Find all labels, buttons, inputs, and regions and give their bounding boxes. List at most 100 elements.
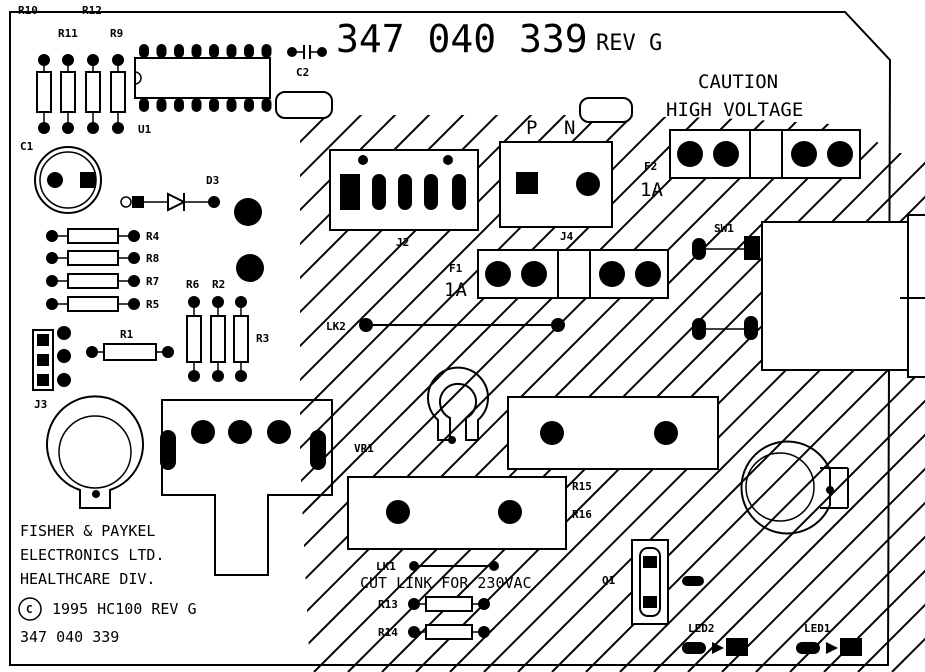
label-vr1: VR1 [354,442,374,455]
vertical-resistors [186,296,249,382]
label-r14: R14 [378,626,398,639]
ic-pin [191,98,202,112]
mounting-slot-top [275,91,333,119]
label-f2: F2 [644,160,657,173]
terminal-n-label: N [564,117,575,139]
resistor-column-r9 [110,54,126,134]
resistor-column-r12 [85,54,101,134]
label-f1-rating: 1A [444,279,467,301]
label-j2: J2 [396,236,409,249]
label-r12: R12 [82,4,102,17]
label-j3: J3 [34,398,47,411]
hatch-line [415,115,925,672]
caution-label: CAUTION [698,71,778,93]
hatch-line [300,115,331,672]
connector-j4 [499,141,613,228]
label-u1: U1 [138,123,152,136]
terminal-p-label: P [526,117,537,139]
label-r3: R3 [256,332,269,345]
label-c2: C2 [296,66,309,79]
horizontal-resistor [46,228,140,244]
hatch-line [721,115,925,672]
label-r10: R10 [18,4,38,17]
label-j4: J4 [560,230,574,243]
label-r16: R16 [572,508,592,521]
mounting-ring-left [46,395,144,509]
ic-pin [209,98,219,112]
label-r1: R1 [120,328,134,341]
connector-j2 [329,149,479,231]
label-sw1: SW1 [714,222,734,235]
ic-pin [139,44,149,58]
label-lk1: LK1 [376,560,396,573]
hatch-line [585,115,925,672]
ic-pin [226,44,237,58]
resistor-r13 [408,596,490,612]
label-r11: R11 [58,27,78,40]
hatch-line [313,115,875,672]
ic-pin [191,44,202,58]
led-led1 [796,638,862,656]
ic-pin [244,44,254,58]
maker-line-2: ELECTRONICS LTD. [20,546,165,564]
label-f1: F1 [449,262,463,275]
label-lk2: LK2 [326,320,346,333]
hatch-line [449,115,925,672]
resistor-column-r11 [60,54,76,134]
pad-large-2 [236,254,264,282]
hatch-line [381,115,925,672]
hatch-line [483,115,925,672]
vertical-resistor [186,296,202,382]
hatch-line [300,115,807,672]
resistor-column-r10 [36,54,52,134]
hatch-line [0,112,228,672]
resistor-r15 [507,396,719,470]
ic-pin [209,44,219,58]
transformer-footprint [160,399,333,576]
mounting-ring-right [740,440,849,535]
label-led2: LED2 [688,622,715,635]
ic-pin [174,98,184,112]
transistor-q1 [631,539,704,625]
high-voltage-label: HIGH VOLTAGE [666,99,803,121]
bottom-part-number: 347 040 339 [20,628,119,646]
hatch-line [823,115,925,672]
label-r13: R13 [378,598,398,611]
ic-u1-pins [139,44,272,112]
horizontal-resistor [46,296,140,312]
horizontal-resistor [46,273,140,289]
label-r15: R15 [572,480,592,493]
label-r7: R7 [146,275,159,288]
ic-pin [174,44,184,58]
capacitor-c2 [287,45,327,59]
vertical-resistor [233,296,249,382]
link-lk2 [359,318,565,332]
led-led2 [682,638,748,656]
vertical-resistor [210,296,226,382]
hatch-line [300,115,841,672]
label-c1: C1 [20,140,34,153]
hatch-line [619,115,925,672]
resistor-r16 [347,476,567,550]
hatch-line [347,115,909,672]
copyright-symbol: C [26,603,33,616]
ic-pin [261,98,272,112]
label-f2-rating: 1A [640,179,663,201]
fuse-f2 [669,129,861,179]
label-q1: Q1 [602,574,616,587]
ic-pin [156,98,167,112]
pad-large-1 [234,198,262,226]
label-led1: LED1 [804,622,831,635]
copyright-text: 1995 HC100 REV G [52,600,197,618]
hatch-line [300,115,365,672]
resistor-r1 [86,343,174,361]
hatch-line [300,115,739,672]
horizontal-resistor [46,250,140,266]
ic-pin [261,44,272,58]
hatch-line [300,115,399,672]
hatch-line [517,115,925,672]
cut-link-note: CUT LINK FOR 230VAC [360,574,532,592]
switch-sw1 [692,214,925,378]
